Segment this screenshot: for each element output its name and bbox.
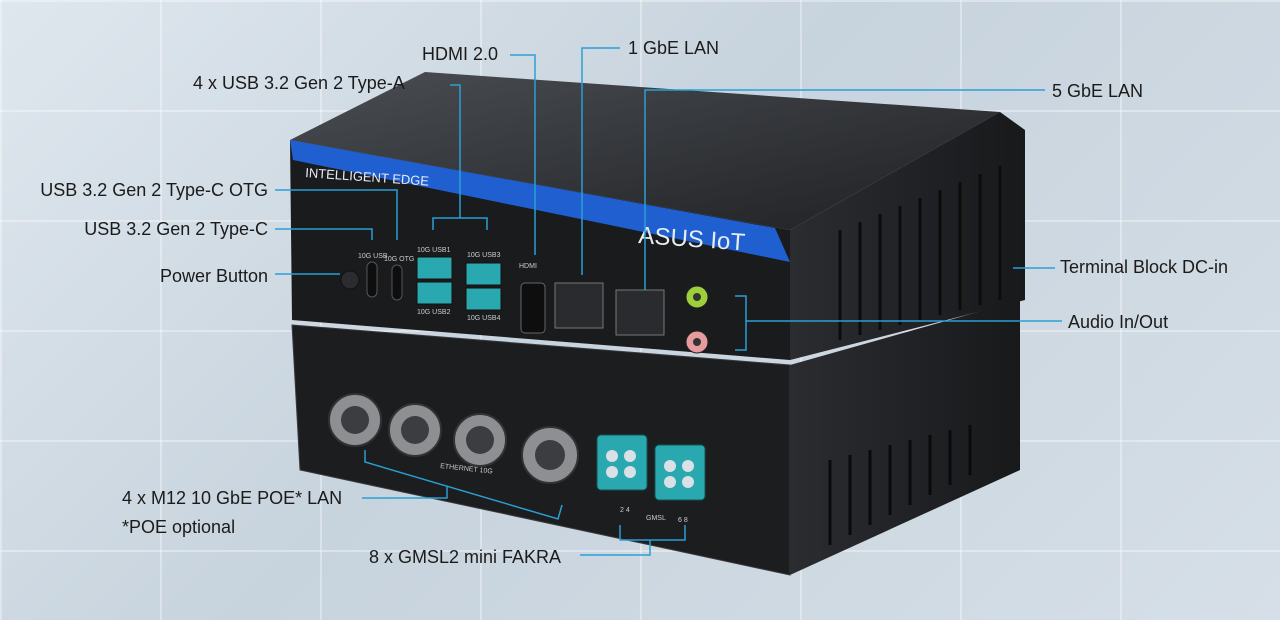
- callout-gmsl: 8 x GMSL2 mini FAKRA: [369, 547, 562, 567]
- callout-lines: [275, 47, 1062, 556]
- callout-usb-a: 4 x USB 3.2 Gen 2 Type-A: [193, 73, 405, 93]
- port-mark-otg: 10G OTG: [384, 256, 414, 263]
- port-mark-usb3: 10G USB3: [467, 252, 501, 259]
- callout-usb-c-otg: USB 3.2 Gen 2 Type-C OTG: [40, 180, 268, 200]
- port-mark-usb1: 10G USB1: [417, 247, 451, 254]
- port-mark-usb4: 10G USB4: [467, 315, 501, 322]
- front-face-upper: [290, 140, 790, 360]
- side-face-lower: [790, 300, 1020, 575]
- callout-audio: Audio In/Out: [1068, 312, 1169, 332]
- callout-m12: 4 x M12 10 GbE POE* LAN: [122, 488, 343, 508]
- callout-hdmi: HDMI 2.0: [422, 44, 499, 64]
- port-mark-gmsl: GMSL: [646, 515, 666, 522]
- port-mark-fakra-24: 2 4: [620, 507, 630, 514]
- usb-a-ports: [416, 256, 502, 311]
- port-mark-hdmi: HDMI: [519, 263, 537, 270]
- callout-lan-5g: 5 GbE LAN: [1052, 81, 1144, 101]
- port-mark-usb2: 10G USB2: [417, 309, 451, 316]
- side-face-upper: [790, 112, 1025, 360]
- power-button: [340, 270, 360, 290]
- lan-5g-port: [615, 289, 665, 336]
- usb-c-port: [366, 261, 378, 298]
- blue-band: [290, 140, 790, 262]
- hdmi-port: [520, 282, 546, 334]
- port-mark-fakra-68: 6 8: [678, 517, 688, 524]
- callout-dc-in: Terminal Block DC-in: [1060, 257, 1229, 277]
- vents-lower: [828, 425, 972, 545]
- callout-lan-1g: 1 GbE LAN: [628, 38, 720, 58]
- lan-1g-port: [554, 282, 604, 329]
- callout-usb-c: USB 3.2 Gen 2 Type-C: [84, 219, 268, 239]
- callout-power: Power Button: [159, 266, 268, 286]
- callout-poe-note: *POE optional: [122, 517, 236, 537]
- port-mark-usb-c: 10G USB: [358, 253, 388, 260]
- usb-c-otg-port: [391, 264, 403, 301]
